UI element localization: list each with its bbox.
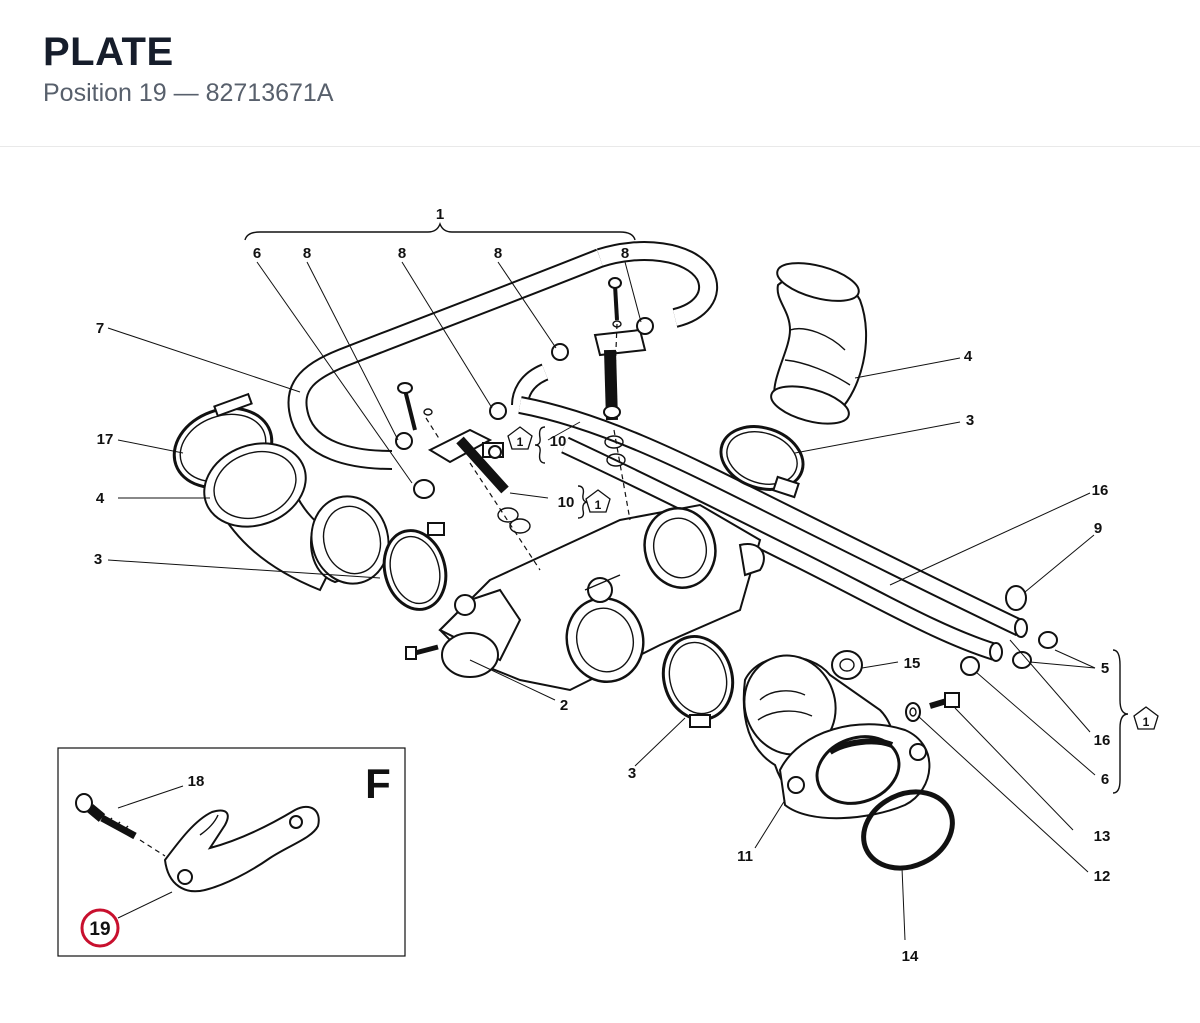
callout-14: 14 [902, 948, 919, 965]
callout-2: 2 [560, 697, 568, 714]
callout-16: 16 [1094, 732, 1111, 749]
callout-12: 12 [1094, 868, 1111, 885]
callout-5: 5 [1101, 660, 1109, 677]
callout-8: 8 [303, 245, 311, 262]
callout-3: 3 [966, 412, 974, 429]
hose-clamp-left [382, 522, 448, 611]
kit-marker-icon: 1 [1133, 706, 1159, 730]
screw-13 [929, 692, 960, 709]
callout-4: 4 [96, 490, 105, 507]
page-title: PLATE [43, 30, 174, 74]
intake-elbow-upper [770, 262, 868, 425]
callout-1: 1 [436, 206, 444, 223]
callout-10: 10 [558, 494, 575, 511]
hose-upper-short [511, 363, 549, 406]
washer-12 [905, 702, 921, 722]
gasket-14 [861, 789, 955, 871]
highlight-ring [80, 908, 120, 948]
kit-marker-icon: 1 [585, 489, 611, 513]
rubber-boot-left [310, 495, 390, 585]
hose-clamp-upper [719, 425, 805, 499]
hose-clamp-lower [661, 634, 735, 728]
callout-4: 4 [964, 348, 973, 365]
intake-manifold-11 [742, 654, 931, 820]
injector-left [397, 382, 531, 534]
callout-11: 11 [737, 848, 753, 865]
injector-right [593, 277, 647, 467]
assembly-axes [425, 323, 631, 571]
inset-letter: F [365, 760, 391, 807]
leader-lines [107, 261, 1096, 941]
callout-6: 6 [1101, 771, 1109, 788]
cap-9 [1005, 585, 1027, 611]
callout-8: 8 [398, 245, 406, 262]
kit-marker-icons: 1 1 1 [507, 426, 1159, 730]
screw-2 [405, 644, 439, 660]
callout-labels: 1 6 8 8 8 8 7 17 4 3 4 3 10 10 16 9 5 16… [94, 206, 1111, 965]
callout-6: 6 [253, 245, 261, 262]
callout-7: 7 [96, 320, 104, 337]
hose-16 [518, 396, 1028, 662]
callout-15: 15 [904, 655, 921, 672]
bolt-18 [75, 793, 166, 857]
callout-8: 8 [494, 245, 502, 262]
hose-7 [287, 241, 719, 470]
intake-duct-left [172, 392, 347, 592]
clip-5 [1012, 631, 1058, 669]
plate-19 [163, 805, 320, 893]
callout-3: 3 [94, 551, 102, 568]
callout-8: 8 [621, 245, 629, 262]
svg-text:1: 1 [595, 498, 602, 512]
group-bracket [244, 222, 636, 241]
callout-10: 10 [550, 433, 567, 450]
page-header: PLATE Position 19 — 82713671A [0, 0, 1200, 147]
callout-18: 18 [188, 773, 205, 790]
cap-6-right [960, 656, 980, 676]
svg-text:1: 1 [1143, 715, 1150, 729]
hose-clips-8 [395, 317, 654, 499]
callout-16: 16 [1092, 482, 1109, 499]
svg-text:1: 1 [517, 435, 524, 449]
callout-13: 13 [1094, 828, 1111, 845]
inset-detail-f: F 18 19 [57, 747, 406, 957]
page-subtitle: Position 19 — 82713671A [43, 79, 334, 107]
callout-19-highlighted: 19 [89, 919, 110, 940]
kit-marker-icon: 1 [507, 426, 533, 450]
throttle-body [438, 503, 765, 692]
callout-3: 3 [628, 765, 636, 782]
nut-15 [831, 650, 863, 680]
callout-9: 9 [1094, 520, 1102, 537]
callout-17: 17 [97, 431, 114, 448]
